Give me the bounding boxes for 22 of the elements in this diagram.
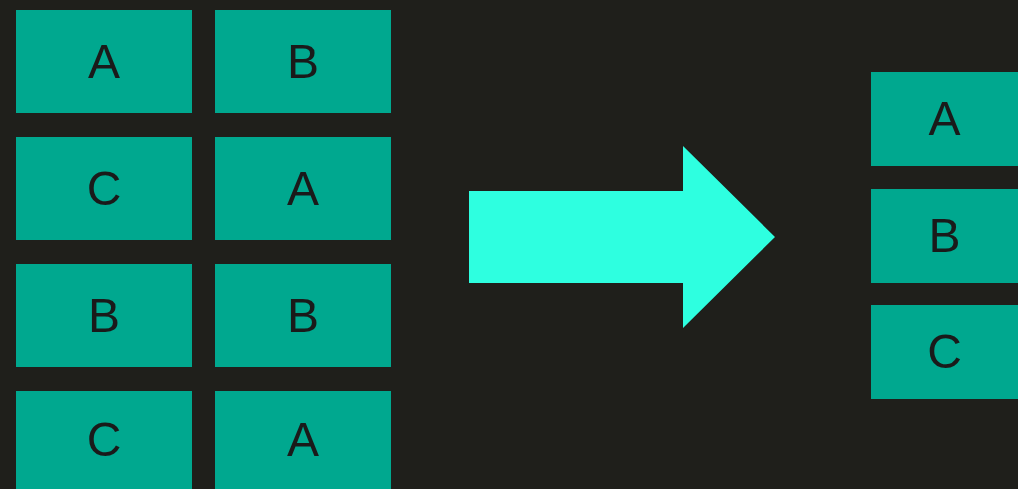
box-letter: A bbox=[287, 164, 319, 213]
box-letter: B bbox=[928, 212, 961, 260]
box-letter: A bbox=[287, 416, 319, 464]
letter-box bbox=[215, 391, 391, 489]
letter-box bbox=[215, 264, 391, 367]
letter-box bbox=[215, 10, 391, 113]
box-letter: A bbox=[88, 37, 120, 86]
letter-box bbox=[16, 264, 192, 367]
box-letter: B bbox=[287, 291, 319, 340]
box-letter: A bbox=[928, 95, 961, 143]
box-letter: C bbox=[927, 328, 962, 376]
letter-box bbox=[16, 10, 192, 113]
box-letter: B bbox=[88, 291, 120, 340]
letter-box bbox=[16, 137, 192, 240]
box-letter: B bbox=[287, 37, 319, 86]
letter-box bbox=[871, 305, 1018, 399]
letter-box bbox=[871, 72, 1018, 166]
letter-box bbox=[215, 137, 391, 240]
letter-box bbox=[16, 391, 192, 489]
box-letter: C bbox=[86, 416, 122, 464]
letter-box bbox=[871, 189, 1018, 283]
box-letter: C bbox=[86, 164, 122, 213]
